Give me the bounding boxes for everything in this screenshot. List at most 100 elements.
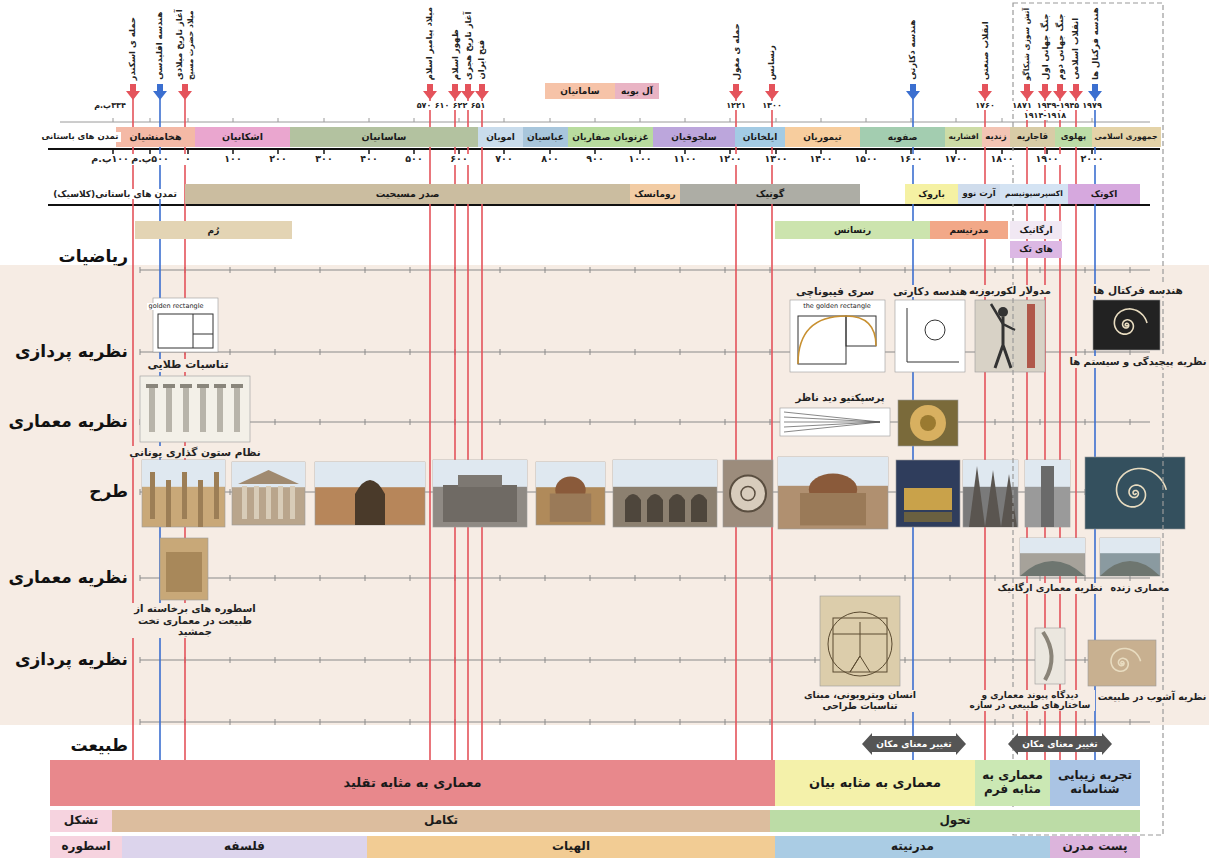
row-tick — [635, 719, 636, 725]
band-text: تکامل — [424, 814, 458, 828]
image-caption: معماری زنده — [1109, 583, 1172, 594]
band-text: رُم — [208, 225, 220, 235]
column-capital — [214, 384, 226, 388]
illustration — [160, 538, 208, 600]
arch — [355, 480, 385, 525]
row-tick — [1085, 419, 1086, 425]
band-text: عباسیان — [527, 132, 564, 142]
axis — [907, 308, 959, 362]
illustration — [1085, 457, 1185, 529]
row-tick — [770, 719, 771, 725]
image-frame — [433, 460, 527, 527]
row-heading: نظریه پردازی — [15, 650, 128, 670]
axis-year: ۱۹۰۰ — [1033, 154, 1060, 165]
spire — [969, 466, 985, 527]
event-label: حمله ی مغول — [731, 23, 740, 80]
illustration — [433, 460, 527, 527]
event-label: میلاد حضرت مسیح — [187, 10, 195, 80]
band-text: سلجوقیان — [671, 132, 716, 142]
band-text: مدرنیسم — [949, 225, 988, 235]
row-tick — [275, 719, 276, 725]
row-tick — [815, 719, 816, 725]
row-line — [140, 422, 1150, 423]
row-tick — [770, 267, 771, 273]
row-tick — [1130, 719, 1131, 725]
illustration — [790, 300, 885, 372]
figure-arm — [991, 304, 1015, 330]
row-tick — [1040, 719, 1041, 725]
timeline-tick — [459, 118, 460, 122]
row-tick — [320, 419, 321, 425]
event-arrow — [1053, 84, 1067, 100]
image-frame — [1085, 457, 1185, 529]
image-frame — [315, 462, 425, 525]
event-arrow — [1069, 84, 1083, 100]
period-band: جمهوری اسلامی — [1092, 127, 1161, 147]
period-band: مدرنیسم — [930, 221, 1008, 239]
row-tick — [410, 657, 411, 663]
year-label: ۱۹۱۴-۱۹۱۸ — [1022, 111, 1068, 120]
row-tick — [995, 657, 996, 663]
axis-year: ۱۵۰۰ — [852, 154, 879, 165]
row-line — [140, 660, 1150, 661]
illustration — [536, 462, 605, 525]
event-label: هندسه فرکتال ها — [1090, 7, 1099, 80]
year-label: ۱۸۷۱ — [1010, 101, 1034, 110]
axis-year: ۶۰۰ — [448, 154, 469, 165]
row-tick — [320, 657, 321, 663]
period-band: اسطوره — [50, 836, 122, 858]
band-text: تغییر معنای مکان — [1022, 739, 1098, 749]
image-caption: پرسپکتیو دید ناظر — [794, 392, 887, 404]
building — [458, 475, 502, 487]
column — [242, 486, 247, 519]
column — [266, 486, 271, 519]
row-tick — [410, 575, 411, 581]
year-label: ۶۵۱ — [469, 101, 488, 110]
building — [443, 485, 517, 522]
dome-pattern — [910, 405, 946, 441]
building — [1020, 561, 1085, 576]
band-text: زندیه — [985, 132, 1006, 142]
event-arrow — [153, 84, 167, 100]
event-arrow — [1020, 84, 1034, 100]
event-arrow — [423, 84, 437, 100]
row-tick — [635, 349, 636, 355]
illustration — [1093, 300, 1160, 350]
image-frame — [1100, 538, 1160, 576]
row-tick — [815, 657, 816, 663]
band-text: پهلوی — [1061, 132, 1086, 142]
band-text: جمهوری اسلامی — [1095, 133, 1158, 142]
column — [166, 480, 171, 527]
event-arrow — [978, 84, 992, 100]
vitruvian-square — [833, 618, 887, 672]
building — [800, 493, 866, 525]
image-caption: هندسه فرکتال ها — [1091, 284, 1185, 296]
image-frame — [778, 457, 888, 529]
row-tick — [590, 267, 591, 273]
figure-head — [998, 307, 1008, 317]
row-tick — [140, 575, 141, 581]
column-capital — [180, 384, 192, 388]
row-tick — [1085, 267, 1086, 273]
row-tick — [725, 267, 726, 273]
event-label: جنگ جهانی دوم — [1055, 13, 1064, 80]
axis-year: ۱۶۰۰ — [897, 154, 924, 165]
row-tick — [860, 267, 861, 273]
band-text: های تک — [1019, 244, 1053, 254]
image-caption: مدولار لکوربوزیه — [967, 285, 1053, 297]
row-tick — [365, 575, 366, 581]
perspective-line — [784, 422, 880, 427]
period-band: رومانسک — [630, 184, 680, 204]
tower — [1041, 466, 1054, 527]
arrow-body — [1008, 733, 1112, 755]
band-text: افشاریه — [948, 133, 978, 142]
event-label: فتح ایران — [477, 40, 486, 80]
column — [254, 486, 259, 519]
period-band: سلجوقیان — [653, 127, 735, 147]
band-text: ساسانیان — [362, 132, 407, 143]
period-band: آل بویه — [615, 83, 659, 99]
timeline-tick — [866, 118, 867, 122]
illustration — [723, 460, 773, 527]
timeline-tick — [911, 118, 912, 122]
event-arrow — [475, 84, 489, 100]
